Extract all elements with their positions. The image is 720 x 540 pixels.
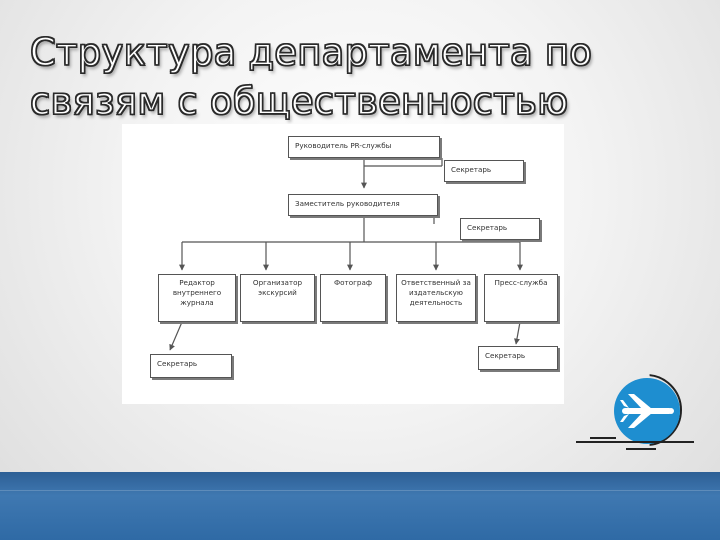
box-press-secretary: Секретарь [478,346,558,370]
box-editor-secretary: Секретарь [150,354,232,378]
slide-title: Структура департамента по связям с общес… [29,28,670,126]
footer-band-line [0,490,720,491]
box-unit-editor: Редактор внутреннего журнала [158,274,236,322]
org-chart-connectors [169,158,523,351]
speed-line-3 [626,448,656,450]
connector-press-secretary [514,321,521,345]
slide-title-line-2: связям с общественностью [29,79,569,123]
org-chart: Руководитель PR-службы Секретарь Замести… [122,124,564,404]
box-deputy: Заместитель руководителя [288,194,438,216]
box-unit-publishing: Ответственный за издательскую деятельнос… [396,274,476,322]
speed-line-2 [576,441,694,443]
box-unit-tour-organizer: Организатор экскурсий [240,274,315,322]
footer-band [0,472,720,540]
box-head: Руководитель PR-службы [288,136,440,158]
box-unit-press-service: Пресс-служба [484,274,558,322]
box-head-secretary: Секретарь [444,160,524,182]
speed-line-1 [590,437,616,439]
slide-title-line-1: Структура департамента по [29,30,593,74]
airplane-icon [614,378,680,444]
box-deputy-secretary: Секретарь [460,218,540,240]
box-unit-photographer: Фотограф [320,274,386,322]
connector-editor-secretary [169,321,183,351]
